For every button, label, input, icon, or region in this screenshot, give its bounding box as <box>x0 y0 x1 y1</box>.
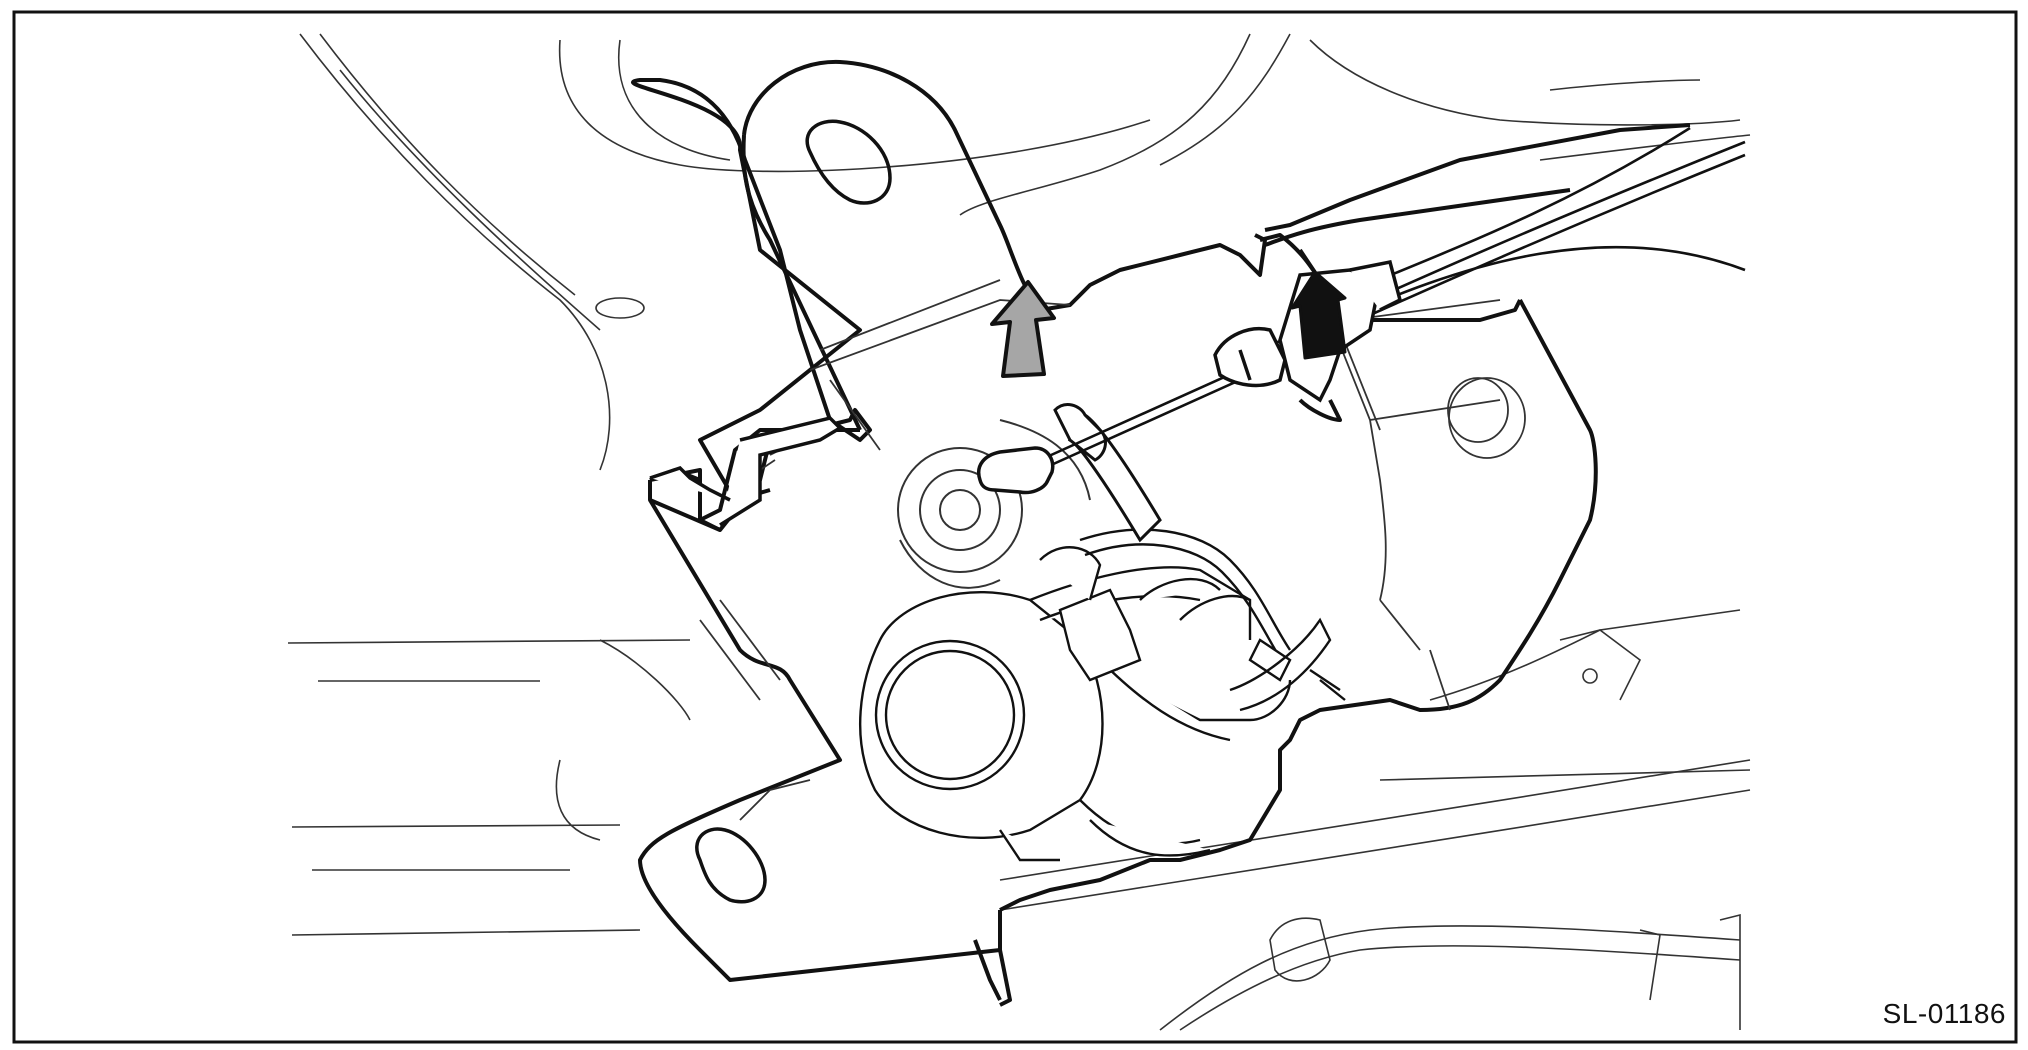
lower-slot <box>695 827 767 904</box>
gray-up-arrow-icon <box>990 280 1056 378</box>
black-press-arrow-icon <box>1290 270 1347 360</box>
connector-block <box>1039 546 1252 682</box>
reference-code: SL-01186 <box>1882 998 2006 1029</box>
bracket-details <box>699 279 1526 821</box>
wire-harness <box>1079 528 1346 712</box>
latch-mechanism <box>897 419 1091 589</box>
bracket-outline <box>638 59 1691 1007</box>
background-panels <box>287 33 1751 1031</box>
left-tabs <box>649 416 843 527</box>
upper-slot <box>805 119 892 205</box>
release-rod <box>1053 403 1162 543</box>
cable-end <box>977 327 1287 495</box>
figure-border <box>12 10 2018 1044</box>
latch-bracket <box>631 78 872 532</box>
